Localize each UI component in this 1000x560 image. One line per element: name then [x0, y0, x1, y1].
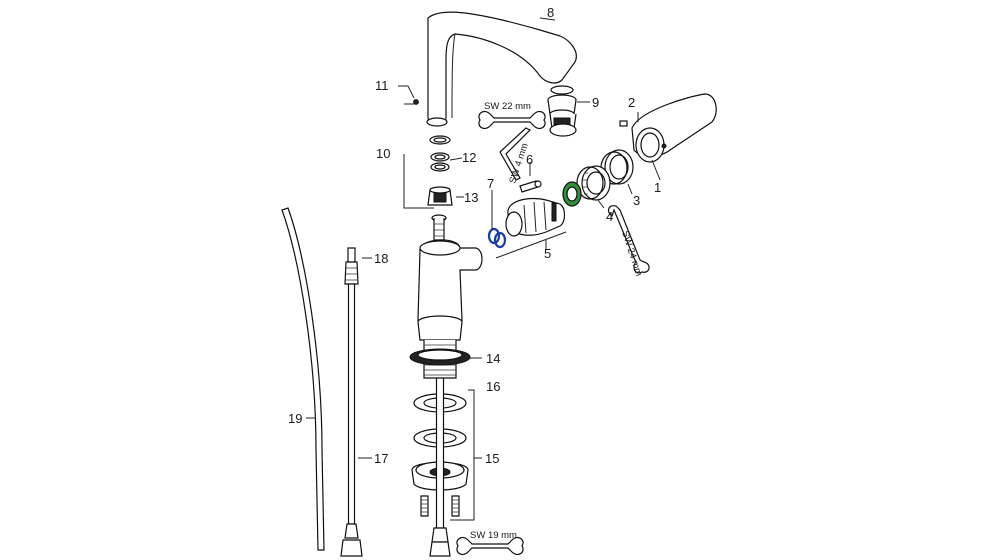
label-part-15: 15 — [485, 451, 499, 466]
label-part-6: 6 — [526, 152, 533, 167]
label-part-3: 3 — [633, 193, 640, 208]
label-part-9: 9 — [592, 95, 599, 110]
blue-o-rings — [487, 227, 507, 249]
open-end-wrench-icon — [607, 205, 650, 274]
label-part-12: 12 — [462, 150, 476, 165]
set-screw — [413, 99, 419, 105]
flexible-hose — [281, 207, 325, 551]
wrench-size-sw22: SW 22 mm — [484, 101, 531, 112]
label-part-17: 17 — [374, 451, 388, 466]
cartridge-nut — [576, 165, 611, 201]
connection-hose-left — [340, 247, 363, 557]
hex-key-icon — [499, 127, 532, 181]
label-part-5: 5 — [544, 246, 551, 261]
green-seal-ring — [562, 181, 582, 207]
cover-sleeve — [600, 149, 634, 185]
diverter-housing — [427, 186, 453, 206]
leader-lines — [306, 17, 661, 521]
cartridge-pin — [519, 180, 542, 193]
label-part-4: 4 — [606, 209, 613, 224]
label-part-18: 18 — [374, 251, 388, 266]
mounting-studs — [420, 495, 460, 517]
label-part-10: 10 — [376, 146, 390, 161]
base-gasket — [409, 348, 471, 366]
washer-stack — [429, 135, 451, 172]
handle-lever — [619, 93, 717, 163]
label-part-7: 7 — [487, 176, 494, 191]
spout — [426, 11, 577, 127]
label-part-19: 19 — [288, 411, 302, 426]
open-end-wrench-icon — [478, 110, 546, 130]
open-end-wrench-icon — [456, 536, 524, 556]
label-part-14: 14 — [486, 351, 500, 366]
faucet-body — [417, 214, 483, 341]
label-part-16: 16 — [486, 379, 500, 394]
cartridge — [505, 197, 566, 237]
label-part-11: 11 — [375, 78, 389, 93]
label-part-2: 2 — [628, 95, 635, 110]
label-part-8: 8 — [547, 5, 554, 20]
wrench-size-sw19: SW 19 mm — [470, 530, 517, 541]
label-part-1: 1 — [654, 180, 661, 195]
label-part-13: 13 — [464, 190, 478, 205]
aerator — [547, 85, 577, 137]
wrench-size-sw24: SW 24 mm — [619, 230, 644, 278]
connection-hose-center — [429, 377, 451, 557]
